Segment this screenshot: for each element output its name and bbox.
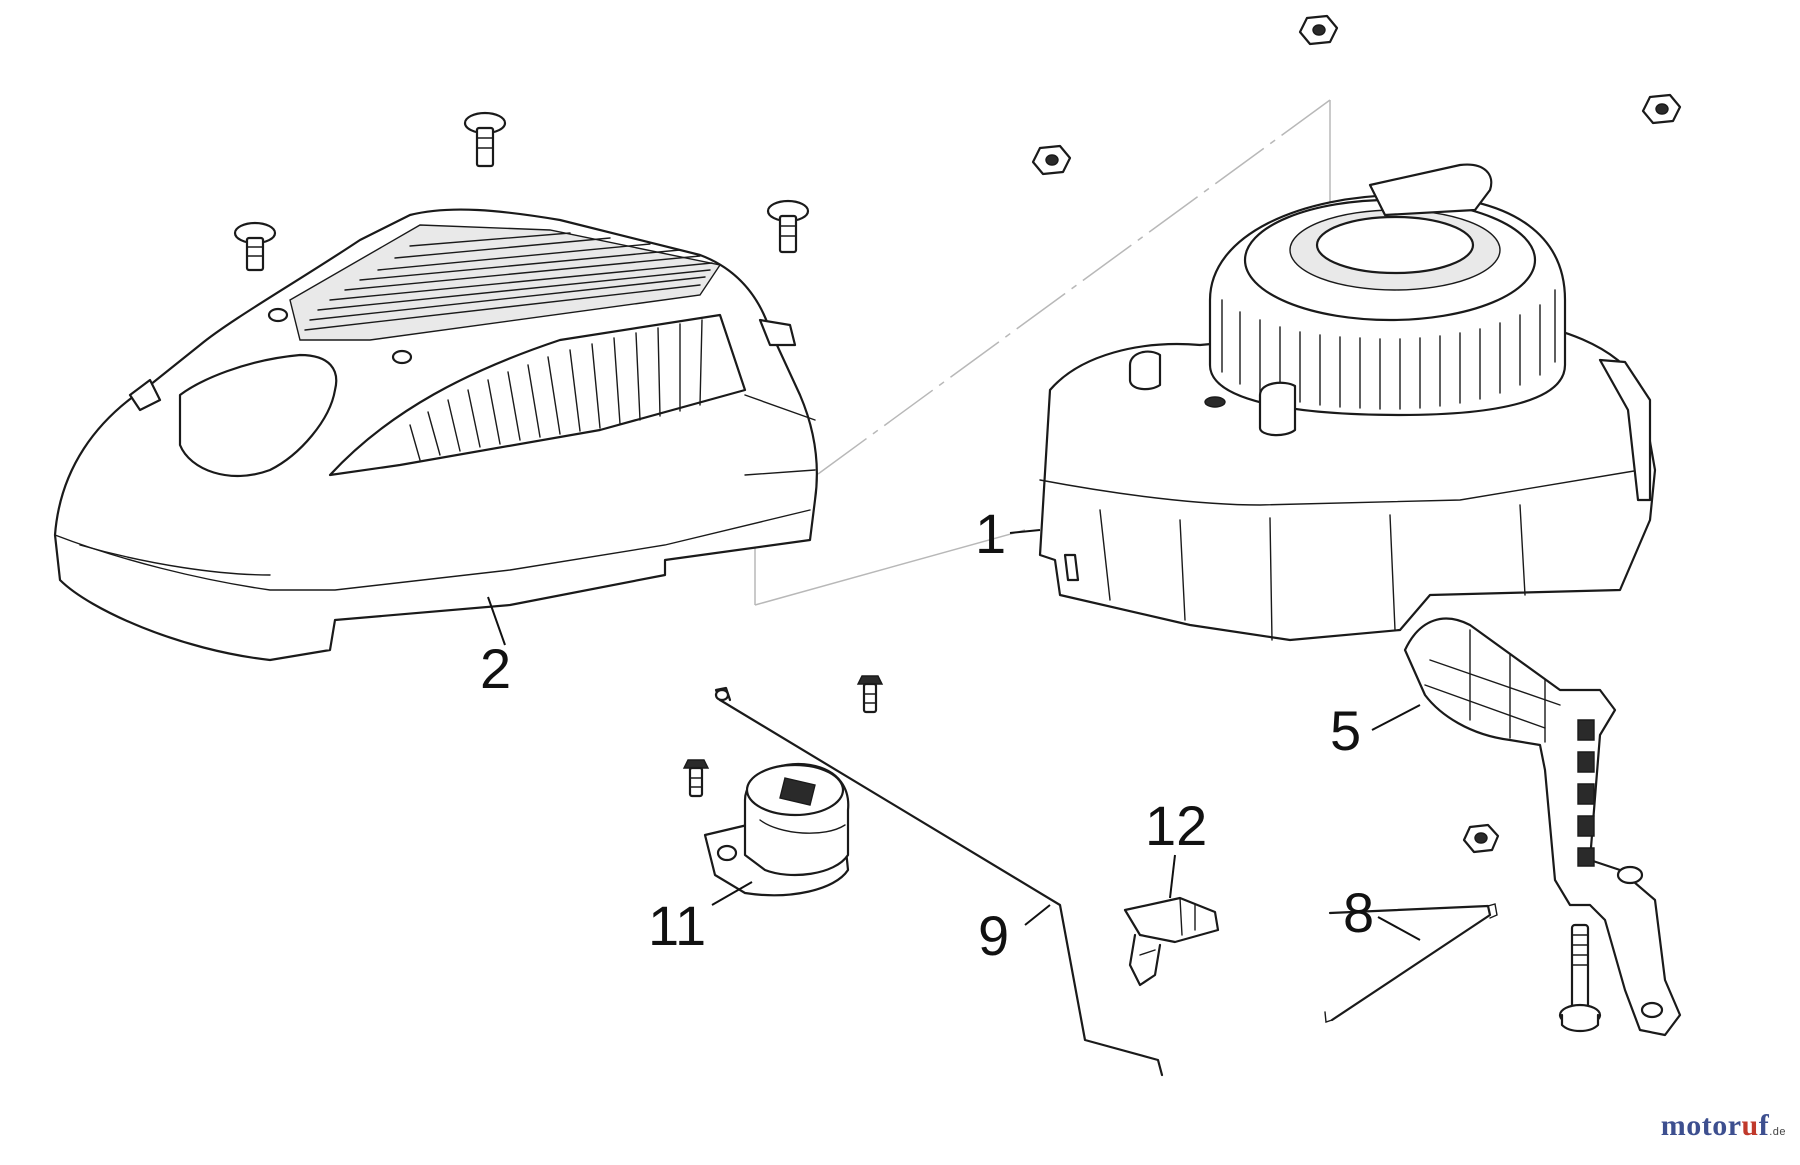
leader-5: [1371, 704, 1421, 731]
nut-right: [1643, 95, 1680, 123]
shroud-screw-center: [465, 113, 505, 166]
callout-5: 5: [1330, 699, 1361, 762]
part-12-clip: [1125, 898, 1218, 985]
callout-8: 8: [1343, 881, 1374, 944]
watermark-letter-u: u: [1741, 1109, 1759, 1142]
guide-bolt: [1560, 925, 1600, 1031]
shroud-screw-left: [235, 223, 275, 270]
leader-lines: [487, 529, 1421, 941]
part-1-recoil-starter: [1040, 165, 1655, 640]
callout-1: 1: [975, 502, 1006, 565]
cap-screw: [684, 760, 708, 796]
leader-8: [1377, 916, 1421, 941]
leader-2: [487, 596, 506, 646]
leader-9: [1024, 904, 1051, 926]
watermark-letters-otor: otor: [1686, 1109, 1742, 1142]
callout-2: 2: [480, 637, 511, 700]
part-11-knob-base: [705, 764, 848, 895]
callout-11: 11: [648, 894, 706, 957]
rod-screw: [858, 676, 882, 712]
nut-left: [1033, 146, 1070, 174]
part-5-starter-guide: [1405, 619, 1680, 1035]
site-watermark-logo: motoruf.de: [1661, 1109, 1786, 1143]
shroud-vent-grille-top: [305, 233, 712, 330]
leader-12: [1169, 854, 1176, 899]
callout-12: 12: [1145, 794, 1207, 857]
nut-top: [1300, 16, 1337, 44]
watermark-letter-m: m: [1660, 1109, 1687, 1142]
callout-labels: 1 2 5 8 9 11 12: [480, 502, 1374, 967]
leader-1: [1009, 529, 1041, 534]
callout-9: 9: [978, 904, 1009, 967]
shroud-screw-right: [768, 201, 808, 252]
shroud-vent-grille-side: [410, 320, 702, 460]
watermark-letter-f: f: [1758, 1109, 1770, 1142]
part-8-link-rod: [1325, 904, 1497, 1022]
leader-11: [711, 881, 753, 906]
watermark-tld: .de: [1769, 1126, 1786, 1138]
guide-nut: [1464, 825, 1498, 852]
part-2-shroud-cover: [55, 210, 817, 660]
